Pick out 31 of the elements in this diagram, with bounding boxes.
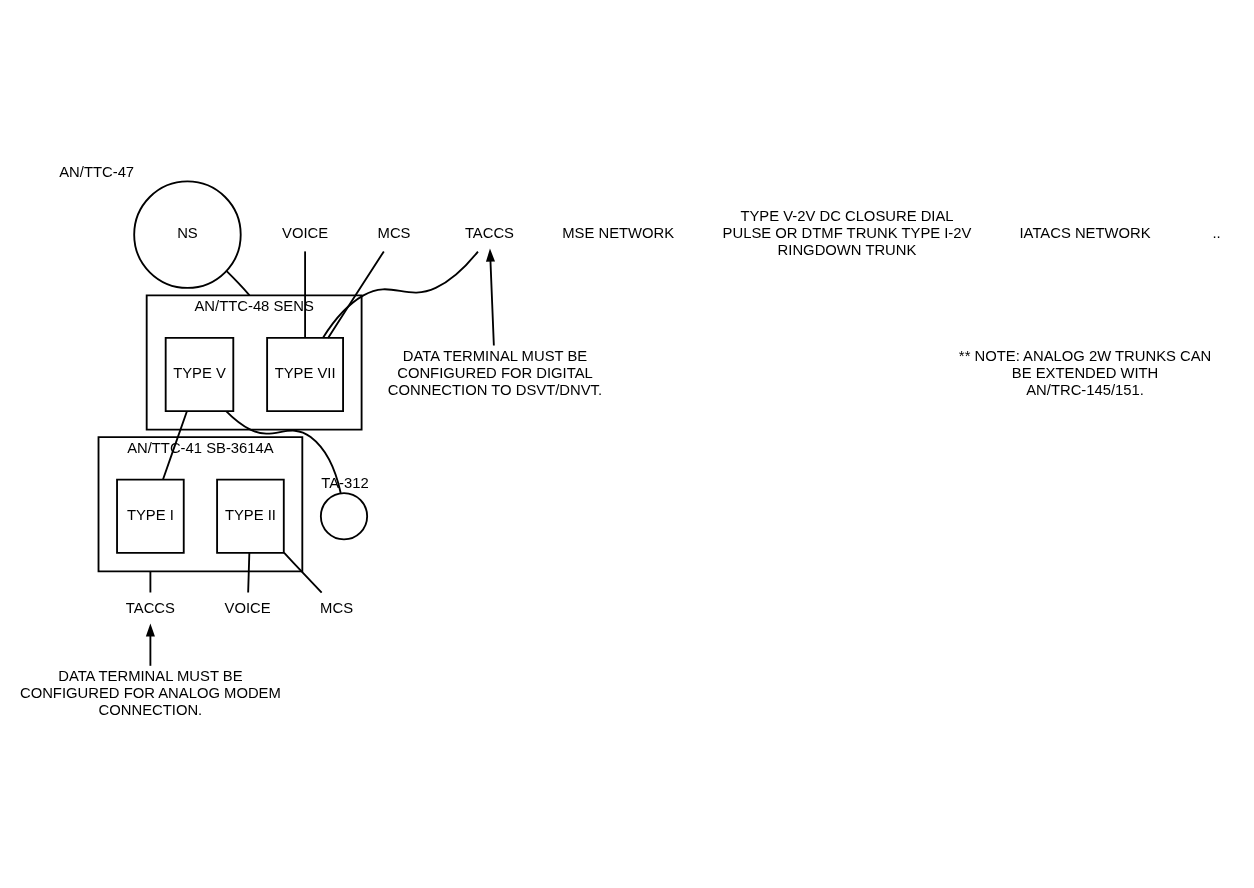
connector — [225, 410, 342, 494]
node-text: MCS — [320, 599, 354, 616]
node-circle: NS — [133, 180, 242, 289]
node-text: VOICE — [224, 599, 271, 616]
connector — [327, 250, 385, 339]
node-box: TYPE V — [164, 337, 235, 413]
connector — [283, 551, 323, 594]
node-text: TACCS — [464, 225, 514, 242]
label: IATACS NETWORK — [1019, 225, 1151, 242]
label: MSE NETWORK — [562, 225, 675, 242]
arrow — [485, 248, 496, 347]
node-text: MCS — [377, 225, 411, 242]
connector — [162, 410, 188, 481]
label: TYPE V-2V DC CLOSURE DIAL PULSE OR DTMF TRUNK TYPE I-2V RINGDOWN TRUNK — [722, 208, 972, 258]
connector — [247, 552, 251, 594]
connector — [149, 570, 152, 594]
node-label: AN/TTC-47 — [59, 163, 135, 180]
arrow — [145, 623, 155, 667]
node-box: TYPE II — [216, 478, 285, 554]
label: ** NOTE: ANALOG 2W TRUNKS CAN BE EXTENDED WITH AN/TRC-145/151. — [958, 348, 1212, 398]
node-box: TYPE VII — [266, 337, 344, 413]
connector — [304, 250, 306, 339]
connector — [322, 250, 479, 339]
node-text: DATA TERMINAL MUST BE CONFIGURED FOR ANALOG MODEM CONNECTION. — [19, 668, 281, 718]
connector — [225, 270, 251, 297]
node-text: TACCS — [125, 599, 175, 616]
label: .. — [1212, 225, 1221, 242]
node-text: DATA TERMINAL MUST BE CONFIGURED FOR DIGITAL CONNECTION TO DSVT/DNVT. — [387, 348, 603, 398]
node-box: TYPE I — [116, 478, 185, 554]
node-text: VOICE — [282, 225, 329, 242]
node-circle — [319, 492, 369, 541]
